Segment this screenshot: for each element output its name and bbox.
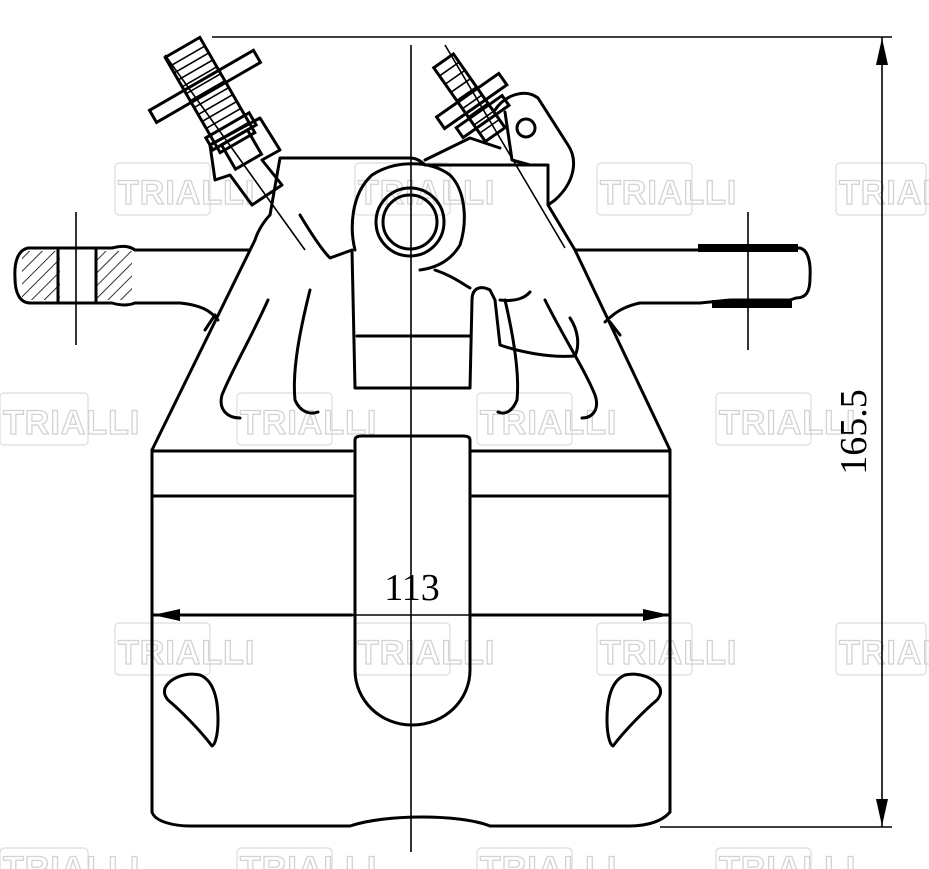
svg-text:TRIALLI: TRIALLI bbox=[600, 174, 737, 212]
watermark-layer: TRIALLI TRIALLI TRIALLI TRIALLI TRIALLI … bbox=[0, 162, 929, 869]
watermark: TRIALLI bbox=[236, 392, 377, 446]
svg-text:TRIALLI: TRIALLI bbox=[480, 850, 617, 869]
watermark: TRIALLI bbox=[596, 162, 737, 216]
lower-holes bbox=[162, 672, 663, 748]
watermark: TRIALLI bbox=[114, 622, 255, 676]
watermark: TRIALLI bbox=[835, 622, 929, 676]
watermark: TRIALLI bbox=[0, 847, 140, 869]
height-dimension-label: 165.5 bbox=[833, 389, 875, 475]
svg-text:TRIALLI: TRIALLI bbox=[839, 634, 929, 672]
watermark: TRIALLI bbox=[354, 622, 495, 676]
watermark: TRIALLI bbox=[236, 847, 377, 869]
height-dimension: 165.5 bbox=[212, 36, 892, 828]
left-mounting-arm bbox=[13, 212, 252, 345]
watermark: TRIALLI bbox=[835, 162, 929, 216]
svg-text:TRIALLI: TRIALLI bbox=[3, 404, 140, 442]
right-mounting-arm bbox=[573, 212, 812, 350]
watermark: TRIALLI bbox=[476, 847, 617, 869]
svg-text:TRIALLI: TRIALLI bbox=[118, 634, 255, 672]
left-bleeder-assembly bbox=[147, 35, 306, 251]
svg-text:TRIALLI: TRIALLI bbox=[839, 174, 929, 212]
svg-text:TRIALLI: TRIALLI bbox=[3, 850, 140, 869]
right-bleeder-assembly bbox=[423, 44, 576, 249]
watermark: TRIALLI bbox=[715, 847, 856, 869]
width-dimension: 113 bbox=[153, 567, 670, 621]
svg-text:TRIALLI: TRIALLI bbox=[719, 404, 856, 442]
svg-text:TRIALLI: TRIALLI bbox=[719, 850, 856, 869]
watermark: TRIALLI bbox=[354, 162, 495, 216]
width-dimension-label: 113 bbox=[384, 567, 440, 609]
watermark: TRIALLI bbox=[596, 622, 737, 676]
watermark: TRIALLI bbox=[715, 392, 856, 446]
watermark: TRIALLI bbox=[0, 392, 140, 446]
central-bridge bbox=[298, 162, 580, 727]
watermark: TRIALLI bbox=[114, 162, 255, 216]
svg-text:TRIALLI: TRIALLI bbox=[240, 404, 377, 442]
svg-text:TRIALLI: TRIALLI bbox=[358, 634, 495, 672]
svg-text:TRIALLI: TRIALLI bbox=[600, 634, 737, 672]
svg-text:TRIALLI: TRIALLI bbox=[240, 850, 377, 869]
